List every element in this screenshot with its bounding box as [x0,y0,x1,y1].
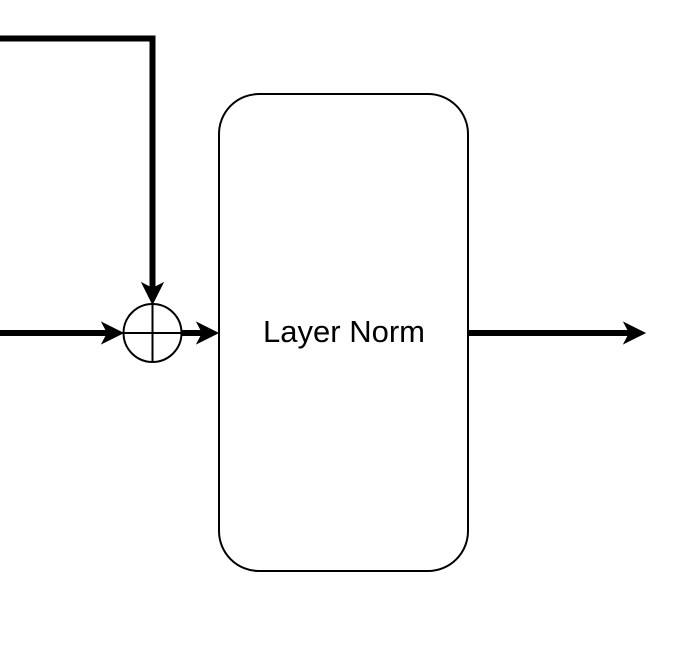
layer-norm-block-label: Layer Norm [263,314,425,349]
residual-skip-connection-line [0,35,156,293]
add-operator [122,303,183,363]
input-arrowhead-icon [100,321,125,345]
add-to-layer-norm-arrowhead-icon [195,321,220,345]
residual-arrowhead-icon [140,281,165,306]
residual-skip-connection [0,35,165,306]
input-connection [0,321,125,345]
output-connection [468,321,647,345]
output-arrowhead-icon [622,321,647,345]
add-to-layer-norm-connection [181,321,220,345]
layer-norm-block[interactable]: Layer Norm [218,93,469,572]
